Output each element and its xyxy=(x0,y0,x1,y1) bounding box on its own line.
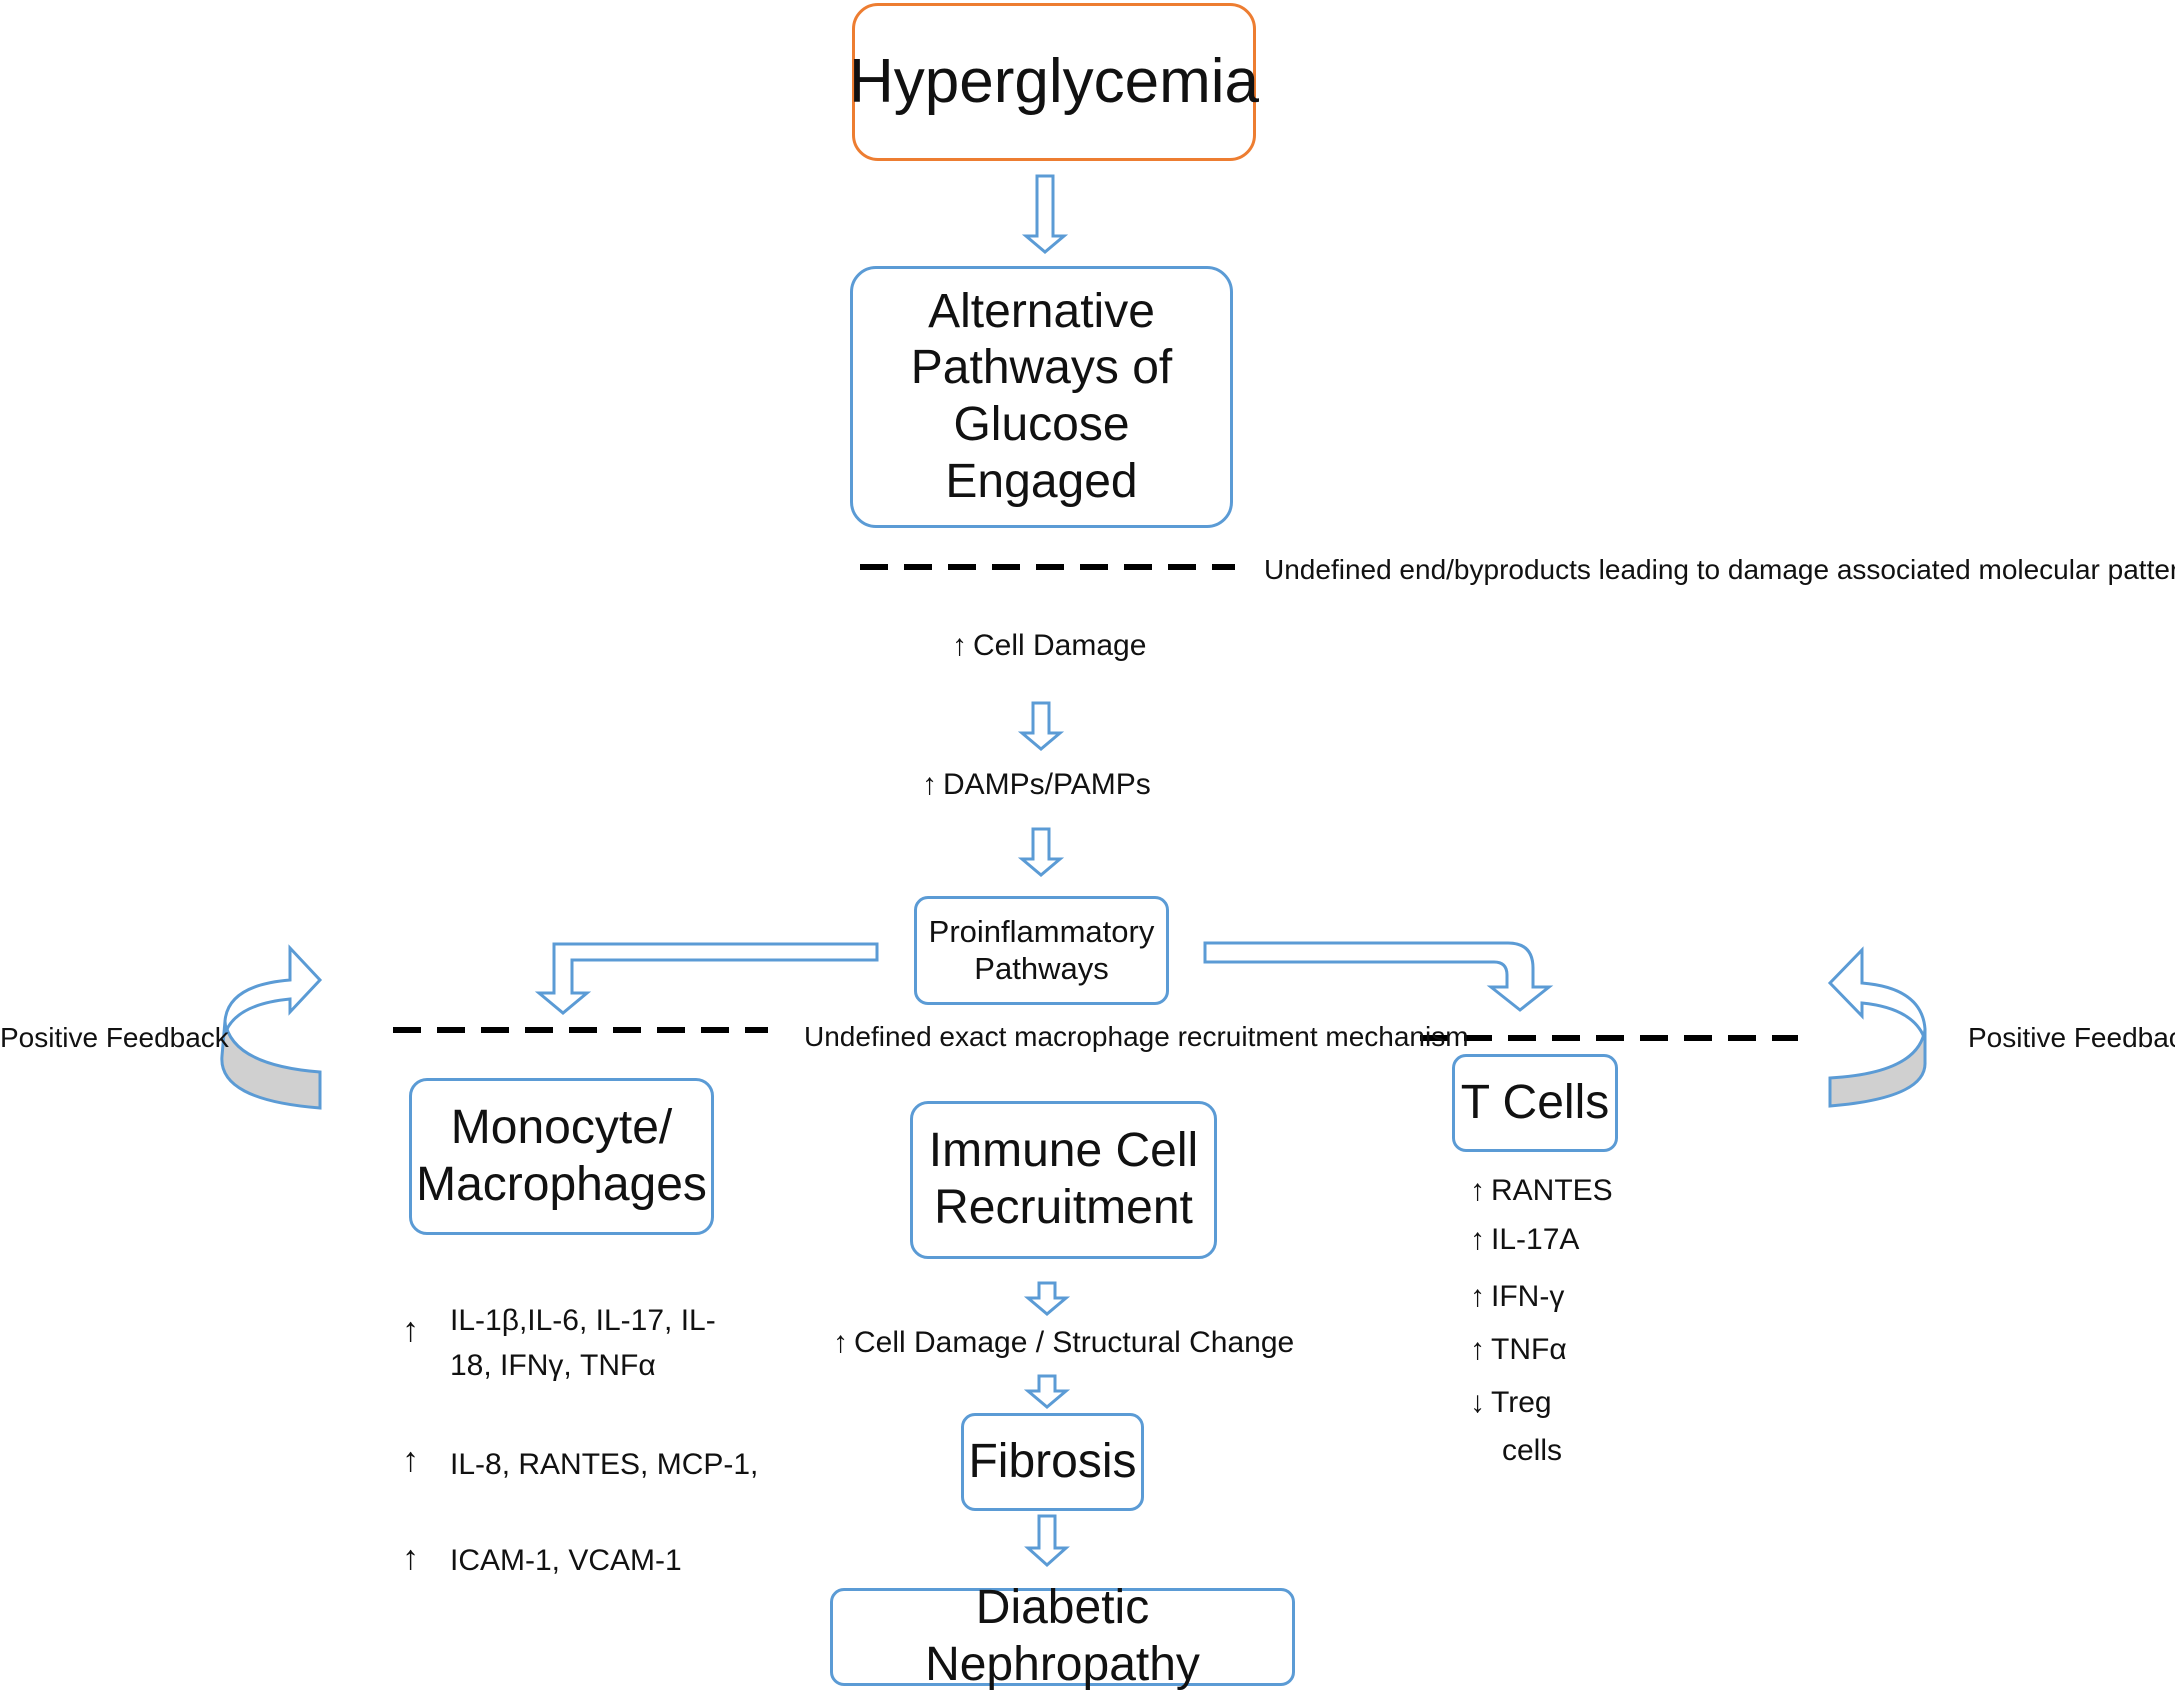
positive-feedback-right-label: Positive Feedback xyxy=(1968,1022,2175,1053)
arrow-cell-damage-to-damps xyxy=(1017,701,1065,751)
up-arrow-icon: ↑ xyxy=(402,1311,419,1349)
positive-feedback-left-label: Positive Feedback xyxy=(0,1022,229,1053)
tcell-marker-treg: Treg xyxy=(1470,1385,1552,1421)
monocyte-line-2: Macrophages xyxy=(416,1157,707,1211)
byproducts-note: Undefined end/byproducts leading to dama… xyxy=(1264,554,2175,585)
fibrosis-box: Fibrosis xyxy=(961,1413,1144,1511)
arrow-proinflammatory-to-monocyte xyxy=(534,942,879,1015)
tcells-box: T Cells xyxy=(1452,1054,1618,1152)
monocyte-markers-line-2: 18, IFNγ, TNFα xyxy=(450,1349,656,1382)
immune-recruitment-box: Immune Cell Recruitment xyxy=(910,1101,1217,1259)
alt-pathways-box: Alternative Pathways of Glucose Engaged xyxy=(850,266,1233,528)
arrow-proinflammatory-to-tcells xyxy=(1203,941,1554,1012)
nephropathy-label: Diabetic Nephropathy xyxy=(925,1581,1200,1691)
damps-pamps-step: DAMPs/PAMPs xyxy=(922,767,1151,803)
hyperglycemia-box: Hyperglycemia xyxy=(848,3,1260,161)
nephropathy-box: Diabetic Nephropathy xyxy=(830,1581,1295,1691)
fibrosis-label: Fibrosis xyxy=(968,1434,1137,1488)
hyperglycemia-label: Hyperglycemia xyxy=(848,47,1260,117)
cell-damage-structural-step: Cell Damage / Structural Change xyxy=(833,1325,1294,1361)
arrow-fibrosis-to-nephropathy xyxy=(1024,1514,1070,1568)
up-arrow-icon: ↑ xyxy=(402,1441,419,1479)
alt-pathways-line-2: Pathways of xyxy=(910,341,1173,395)
tcell-marker-il17a: IL-17A xyxy=(1470,1222,1579,1258)
arrow-hyperglycemia-to-pathways xyxy=(1021,174,1069,254)
arrow-immune-to-cell-damage xyxy=(1023,1281,1071,1316)
tcell-marker-tnfa: TNFα xyxy=(1470,1332,1567,1368)
arrow-damps-to-proinflammatory xyxy=(1017,827,1065,877)
monocyte-markers-group-2: IL-8, RANTES, MCP-1, xyxy=(450,1448,759,1481)
tcells-label: T Cells xyxy=(1460,1075,1610,1129)
arrow-cell-damage-to-fibrosis xyxy=(1023,1374,1071,1409)
monocyte-markers-group-3: ICAM-1, VCAM-1 xyxy=(450,1544,682,1577)
positive-feedback-left-icon xyxy=(220,944,323,1110)
tcell-marker-ifng: IFN-γ xyxy=(1470,1279,1564,1315)
proinflammatory-line-2: Pathways xyxy=(974,950,1109,986)
cell-damage-step: Cell Damage xyxy=(952,628,1146,664)
monocyte-box: Monocyte/ Macrophages xyxy=(409,1078,714,1235)
up-arrow-icon: ↑ xyxy=(402,1539,419,1577)
monocyte-line-1: Monocyte/ xyxy=(450,1100,673,1154)
tcell-marker-rantes: RANTES xyxy=(1470,1173,1613,1209)
immune-line-1: Immune Cell xyxy=(928,1124,1199,1178)
immune-line-2: Recruitment xyxy=(934,1181,1193,1234)
proinflammatory-line-1: Proinflammatory xyxy=(928,913,1155,949)
alt-pathways-line-1: Alternative xyxy=(928,284,1155,338)
proinflammatory-box: Proinflammatory Pathways xyxy=(914,896,1169,1005)
macrophage-mechanism-note: Undefined exact macrophage recruitment m… xyxy=(804,1021,1469,1052)
tcell-marker-treg-cells: cells xyxy=(1502,1434,1563,1467)
positive-feedback-right-icon xyxy=(1827,946,1927,1108)
monocyte-markers-line-1: IL-1β,IL-6, IL-17, IL- xyxy=(450,1304,716,1337)
monocyte-markers-group-1: IL-1β,IL-6, IL-17, IL- 18, IFNγ, TNFα xyxy=(450,1298,716,1388)
alt-pathways-line-3: Glucose Engaged xyxy=(945,398,1138,508)
